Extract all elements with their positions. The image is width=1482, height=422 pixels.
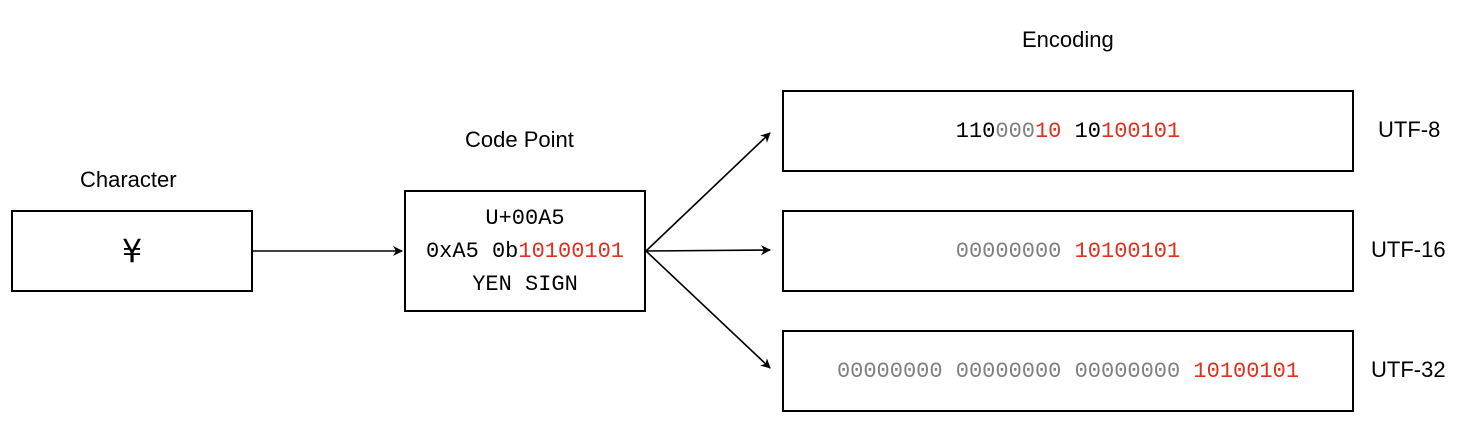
bit-segment-fixed — [1061, 359, 1074, 384]
character-glyph: ¥ — [121, 232, 143, 270]
code-point-binary-line: 0xA5 0b10100101 — [426, 235, 624, 268]
bit-segment-padding: 00000000 — [1074, 358, 1181, 384]
code-point-binary-bits: 10100101 — [518, 238, 625, 264]
encoding-heading: Encoding — [1022, 27, 1114, 52]
bit-segment-fixed: 10 — [1074, 118, 1101, 144]
arrow-codepoint-to-utf32 — [645, 250, 771, 369]
bit-segment-padding: 000 — [995, 118, 1035, 144]
bit-segment-fixed — [1180, 359, 1193, 384]
arrow-codepoint-to-utf8 — [645, 132, 771, 252]
bit-segment-padding: 00000000 — [955, 358, 1062, 384]
bit-segment-payload: 100101 — [1101, 118, 1181, 144]
utf8-bytes: 11000010 10100101 — [956, 115, 1180, 148]
bit-segment-padding: 00000000 — [836, 358, 943, 384]
utf32-box: 00000000 00000000 00000000 10100101 — [782, 330, 1354, 412]
bit-segment-payload: 10 — [1034, 118, 1062, 144]
utf8-box: 11000010 10100101 — [782, 90, 1354, 172]
utf8-label: UTF-8 — [1378, 117, 1441, 142]
arrow-codepoint-to-utf16 — [645, 245, 771, 256]
bit-segment-payload: 10100101 — [1074, 238, 1181, 264]
utf32-label: UTF-32 — [1371, 357, 1446, 382]
bit-segment-padding: 00000000 — [955, 238, 1062, 264]
bit-segment-fixed: 110 — [955, 118, 996, 144]
code-point-notation: U+00A5 — [485, 205, 565, 231]
utf16-box: 00000000 10100101 — [782, 210, 1354, 292]
character-heading: Character — [80, 167, 177, 192]
code-point-hex-prefix: 0xA5 0b — [425, 238, 519, 264]
character-box: ¥ — [11, 210, 253, 292]
code-point-name: YEN SIGN — [472, 271, 578, 297]
code-point-heading: Code Point — [465, 127, 574, 152]
bit-segment-payload: 10100101 — [1193, 358, 1300, 384]
utf16-bytes: 00000000 10100101 — [956, 235, 1180, 268]
code-point-box: U+00A5 0xA5 0b10100101 YEN SIGN — [404, 190, 646, 312]
bit-segment-fixed — [943, 359, 956, 384]
bit-segment-fixed — [1061, 119, 1074, 144]
utf32-bytes: 00000000 00000000 00000000 10100101 — [837, 355, 1299, 388]
bit-segment-fixed — [1061, 239, 1074, 264]
utf16-label: UTF-16 — [1371, 237, 1446, 262]
